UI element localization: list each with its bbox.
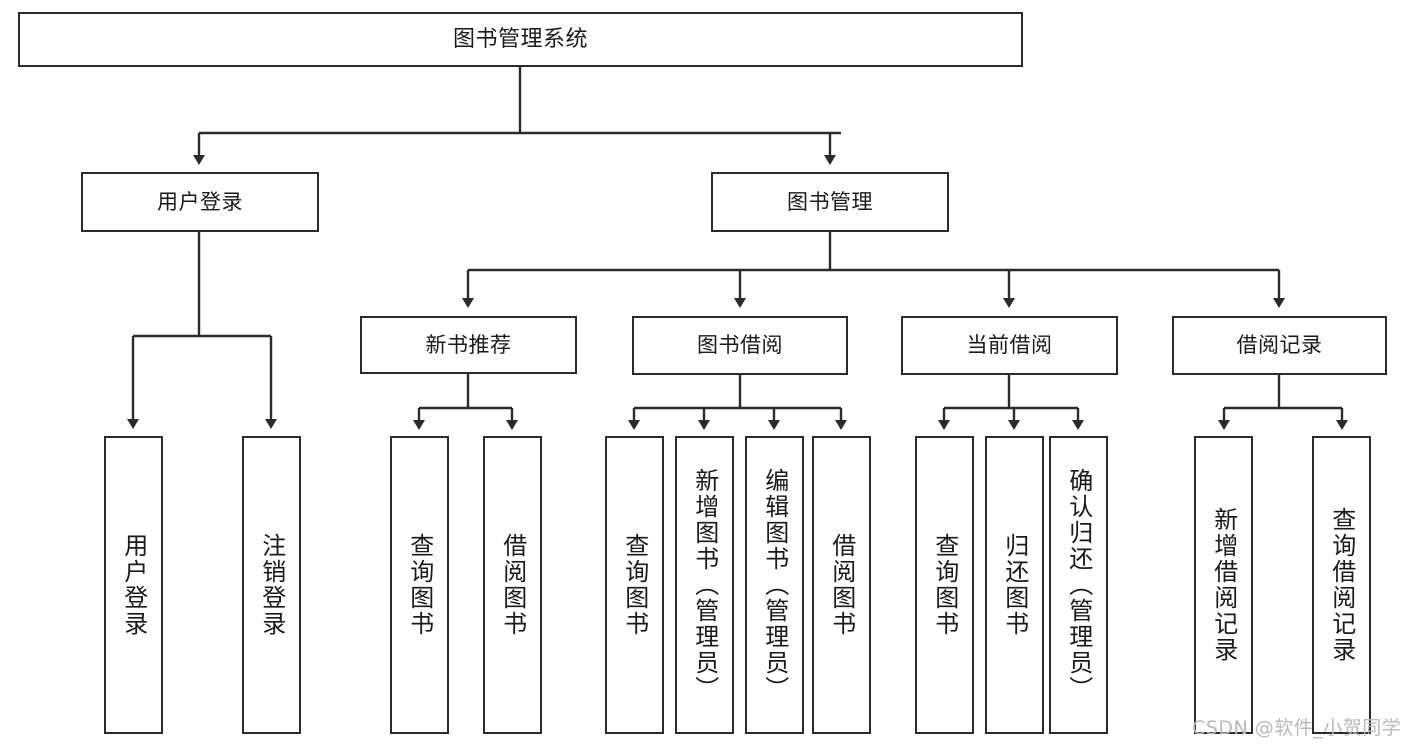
leaf-new-book-borrow-book[interactable]: 借阅图书 — [483, 436, 542, 734]
leaf-book-borrow-add-book-admin[interactable]: 新增图书（管理员） — [675, 436, 734, 734]
node-label: 注销登录 — [257, 533, 286, 637]
node-label: 查询图书 — [620, 533, 649, 637]
node-label: 图书管理 — [787, 189, 873, 214]
leaf-new-book-query-book[interactable]: 查询图书 — [390, 436, 449, 734]
leaf-current-borrow-return-book[interactable]: 归还图书 — [985, 436, 1044, 734]
node-label: 借阅记录 — [1236, 333, 1323, 358]
leaf-borrow-record-query-record[interactable]: 查询借阅记录 — [1312, 436, 1371, 734]
node-borrow-record[interactable]: 借阅记录 — [1172, 316, 1387, 375]
node-label: 借阅图书 — [827, 533, 856, 637]
csdn-watermark: CSDN @软件_小贺同学 — [1192, 717, 1402, 739]
node-book-management[interactable]: 图书管理 — [711, 172, 949, 232]
node-label: 查询图书 — [405, 533, 434, 637]
node-label: 查询图书 — [930, 533, 959, 637]
leaf-book-borrow-borrow-book[interactable]: 借阅图书 — [812, 436, 871, 734]
node-root-book-management-system[interactable]: 图书管理系统 — [18, 12, 1023, 67]
node-label: 图书借阅 — [697, 333, 783, 358]
node-label: 新增借阅记录 — [1209, 507, 1238, 663]
node-label: 确认归还（管理员） — [1064, 468, 1093, 702]
node-label: 查询借阅记录 — [1327, 507, 1356, 663]
node-label: 新增图书（管理员） — [690, 468, 719, 702]
node-current-borrow[interactable]: 当前借阅 — [901, 316, 1118, 375]
leaf-user-login-logout[interactable]: 注销登录 — [242, 436, 301, 734]
leaf-book-borrow-query-book[interactable]: 查询图书 — [605, 436, 664, 734]
node-label: 用户登录 — [119, 533, 148, 637]
leaf-current-borrow-query-book[interactable]: 查询图书 — [915, 436, 974, 734]
leaf-user-login-login[interactable]: 用户登录 — [104, 436, 163, 734]
node-label: 编辑图书（管理员） — [760, 468, 789, 702]
node-label: 归还图书 — [1000, 533, 1029, 637]
leaf-current-borrow-confirm-return-admin[interactable]: 确认归还（管理员） — [1049, 436, 1108, 734]
node-label: 图书管理系统 — [452, 26, 588, 52]
node-user-login[interactable]: 用户登录 — [81, 172, 319, 232]
node-label: 用户登录 — [157, 189, 243, 214]
leaf-book-borrow-edit-book-admin[interactable]: 编辑图书（管理员） — [745, 436, 804, 734]
node-label: 新书推荐 — [425, 332, 512, 357]
node-new-book-recommend[interactable]: 新书推荐 — [360, 316, 577, 374]
leaf-borrow-record-add-record[interactable]: 新增借阅记录 — [1194, 436, 1253, 734]
node-book-borrow[interactable]: 图书借阅 — [632, 316, 848, 375]
node-label: 借阅图书 — [498, 533, 527, 637]
node-label: 当前借阅 — [966, 333, 1053, 358]
